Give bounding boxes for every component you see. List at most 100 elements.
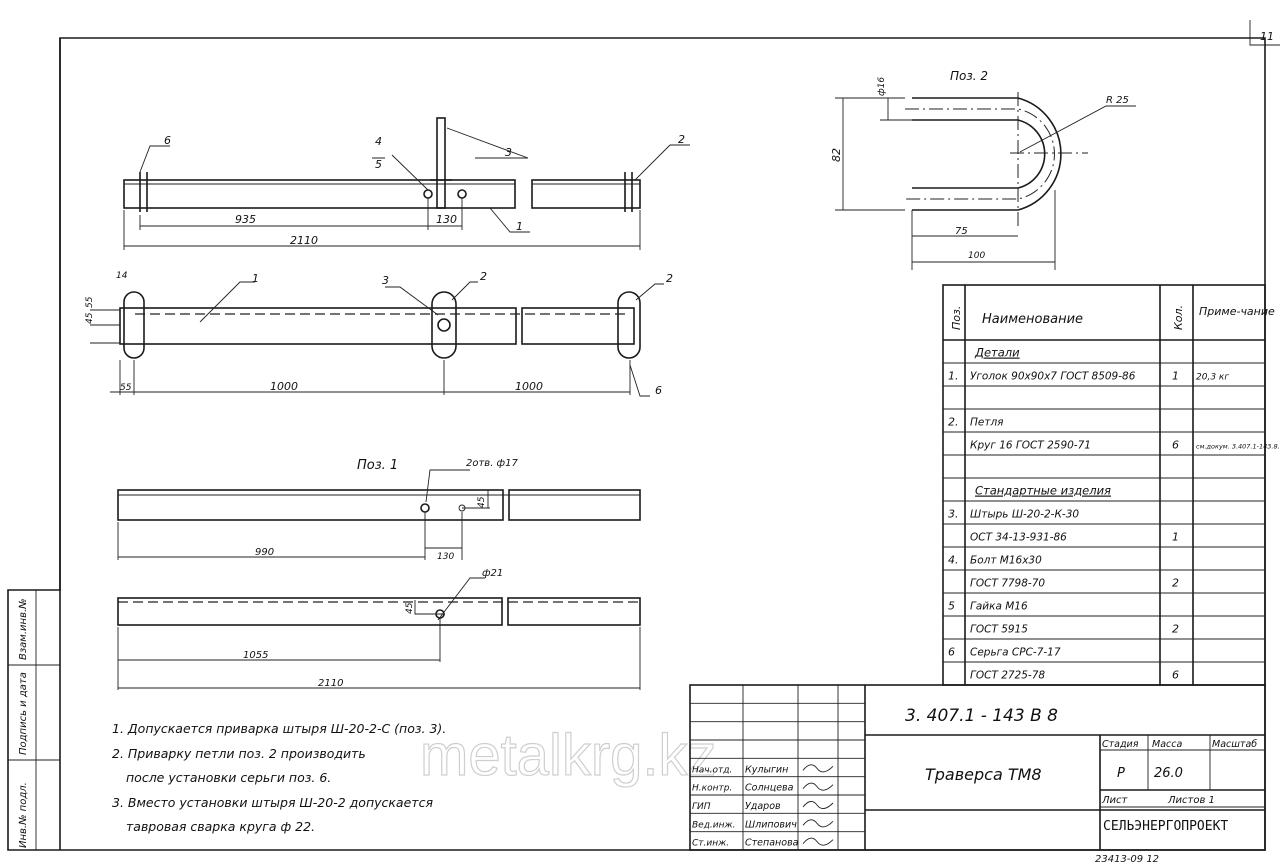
scale-label: Масштаб — [1212, 739, 1257, 750]
sheet-label: Лист — [1101, 795, 1129, 806]
dim-r25: R 25 — [1106, 95, 1129, 106]
header-qty: Кол. — [1172, 305, 1185, 330]
footer-code: 23413-09 12 — [1095, 854, 1159, 865]
dim-935: 935 — [235, 213, 256, 226]
row-pos: 2. — [948, 416, 959, 429]
callout-1-top: 1 — [252, 272, 259, 285]
signature-role: Ст.инж. — [692, 839, 729, 849]
assembly-top-view — [90, 281, 664, 397]
title-block — [689, 684, 1266, 851]
pos1-hole-note: 2отв. ф17 — [466, 458, 518, 469]
row-qty: 6 — [1172, 669, 1179, 682]
handwritten-signature — [802, 764, 834, 773]
header-pos: Поз. — [950, 306, 963, 330]
note-2-cont: после установки серьги поз. 6. — [126, 770, 331, 785]
handwritten-signature — [802, 801, 834, 809]
row-pos: 1. — [948, 370, 959, 383]
signature-name: Кулыгин — [745, 764, 788, 775]
stage-value: Р — [1117, 766, 1125, 781]
sheet-number: 11 — [1260, 30, 1274, 43]
dim-990: 990 — [255, 547, 274, 558]
section-heading: Стандартные изделия — [975, 484, 1111, 498]
strip-label-signature-date: Подпись и дата — [18, 672, 29, 755]
notes: 1. Допускается приварка штыря Ш-20-2-С (… — [112, 721, 446, 834]
stage-label: Стадия — [1102, 739, 1139, 750]
dim-2110: 2110 — [290, 234, 318, 247]
row-pos: 3. — [948, 508, 959, 521]
doc-code: 3. 407.1 - 143 В 8 — [905, 706, 1058, 726]
section-heading: Детали — [974, 346, 1020, 360]
strip-label-replace-inv: Взам.инв.№ — [18, 598, 29, 660]
handwritten-signature — [802, 837, 834, 846]
note-2: 2. Приварку петли поз. 2 производить — [112, 746, 366, 761]
row-qty: 2 — [1172, 623, 1179, 636]
callout-1: 1 — [516, 220, 523, 233]
header-name: Наименование — [982, 312, 1083, 327]
dim-2110-pos1: 2110 — [318, 678, 343, 689]
dim-1055: 1055 — [243, 650, 268, 661]
mass-label: Масса — [1152, 739, 1182, 750]
row-name: Круг 16 ГОСТ 2590-71 — [970, 440, 1091, 452]
specification-table: Поз. Наименование Кол. Приме-чание Детал… — [942, 284, 1280, 686]
signature-role: Н.контр. — [692, 784, 732, 794]
mass-value: 26.0 — [1154, 766, 1183, 781]
row-note: 20,3 кг — [1196, 373, 1229, 383]
dim-82: 82 — [830, 148, 843, 162]
signature-name: Степанова — [745, 838, 799, 849]
row-qty: 2 — [1172, 577, 1179, 590]
dim-55-vertical: 55 — [85, 296, 95, 308]
row-name: ГОСТ 2725-78 — [970, 670, 1045, 682]
row-qty: 6 — [1172, 439, 1179, 452]
dim-1000-right: 1000 — [515, 380, 543, 393]
pos1-hole-note-b: ф21 — [482, 568, 503, 579]
row-qty: 1 — [1172, 531, 1179, 544]
row-note: см.докум. 3.407.1-143.8.6 — [1196, 443, 1280, 451]
row-name: ГОСТ 5915 — [970, 624, 1028, 636]
note-1: 1. Допускается приварка штыря Ш-20-2-С (… — [112, 721, 446, 736]
row-name: Штырь Ш-20-2-К-30 — [970, 509, 1079, 521]
row-pos: 5 — [948, 600, 955, 613]
sheet-frame — [7, 20, 1280, 851]
signature-role: ГИП — [692, 802, 711, 812]
pos2-title: Поз. 2 — [950, 69, 988, 83]
callout-6-top: 6 — [655, 384, 662, 397]
dim-100: 100 — [968, 251, 985, 261]
signature-role: Вед.инж. — [692, 820, 736, 830]
assembly-side-view — [123, 117, 690, 250]
dim-d16: ф16 — [877, 77, 887, 96]
pos1-views — [117, 469, 641, 690]
row-name: Серьга СРС-7-17 — [970, 647, 1061, 659]
dim-45-vertical: 45 — [85, 312, 95, 324]
pos2-loop-view — [835, 92, 1136, 270]
row-pos: 4. — [948, 554, 959, 567]
row-name: Гайка М16 — [970, 601, 1028, 613]
strip-label-original-inv: Инв.№ подл. — [18, 782, 29, 848]
row-qty: 1 — [1172, 370, 1179, 383]
dim-14: 14 — [116, 271, 128, 281]
signature-role: Нач.отд. — [692, 765, 732, 775]
handwritten-signature — [802, 782, 834, 791]
callout-2: 2 — [678, 133, 685, 146]
drawing-title: Траверса ТМ8 — [925, 765, 1042, 784]
organization-name: СЕЛЬЭНЕРГОПРОЕКТ — [1103, 819, 1228, 834]
dim-45-pos1b: 45 — [405, 602, 415, 614]
watermark: metalkrg.kz — [420, 723, 717, 788]
note-3-cont: тавровая сварка круга ф 22. — [126, 819, 315, 834]
handwritten-signature — [802, 819, 834, 828]
row-name: Болт М16х30 — [970, 555, 1042, 567]
row-name: Уголок 90х90х7 ГОСТ 8509-86 — [970, 371, 1136, 383]
note-3: 3. Вместо установки штыря Ш-20-2 допуска… — [112, 795, 433, 810]
row-name: Петля — [970, 417, 1004, 429]
callout-5: 5 — [375, 158, 382, 171]
dim-1000-left: 1000 — [270, 380, 298, 393]
callout-4: 4 — [375, 135, 382, 148]
signature-name: Ударов — [745, 801, 781, 812]
header-note: Приме-чание — [1199, 305, 1275, 318]
callout-2-top-right: 2 — [666, 272, 673, 285]
callout-6: 6 — [164, 134, 171, 147]
signature-name: Шлипович — [745, 819, 797, 830]
row-pos: 6 — [948, 646, 955, 659]
sheets-label: Листов 1 — [1167, 795, 1215, 806]
pos1-title: Поз. 1 — [357, 458, 398, 473]
